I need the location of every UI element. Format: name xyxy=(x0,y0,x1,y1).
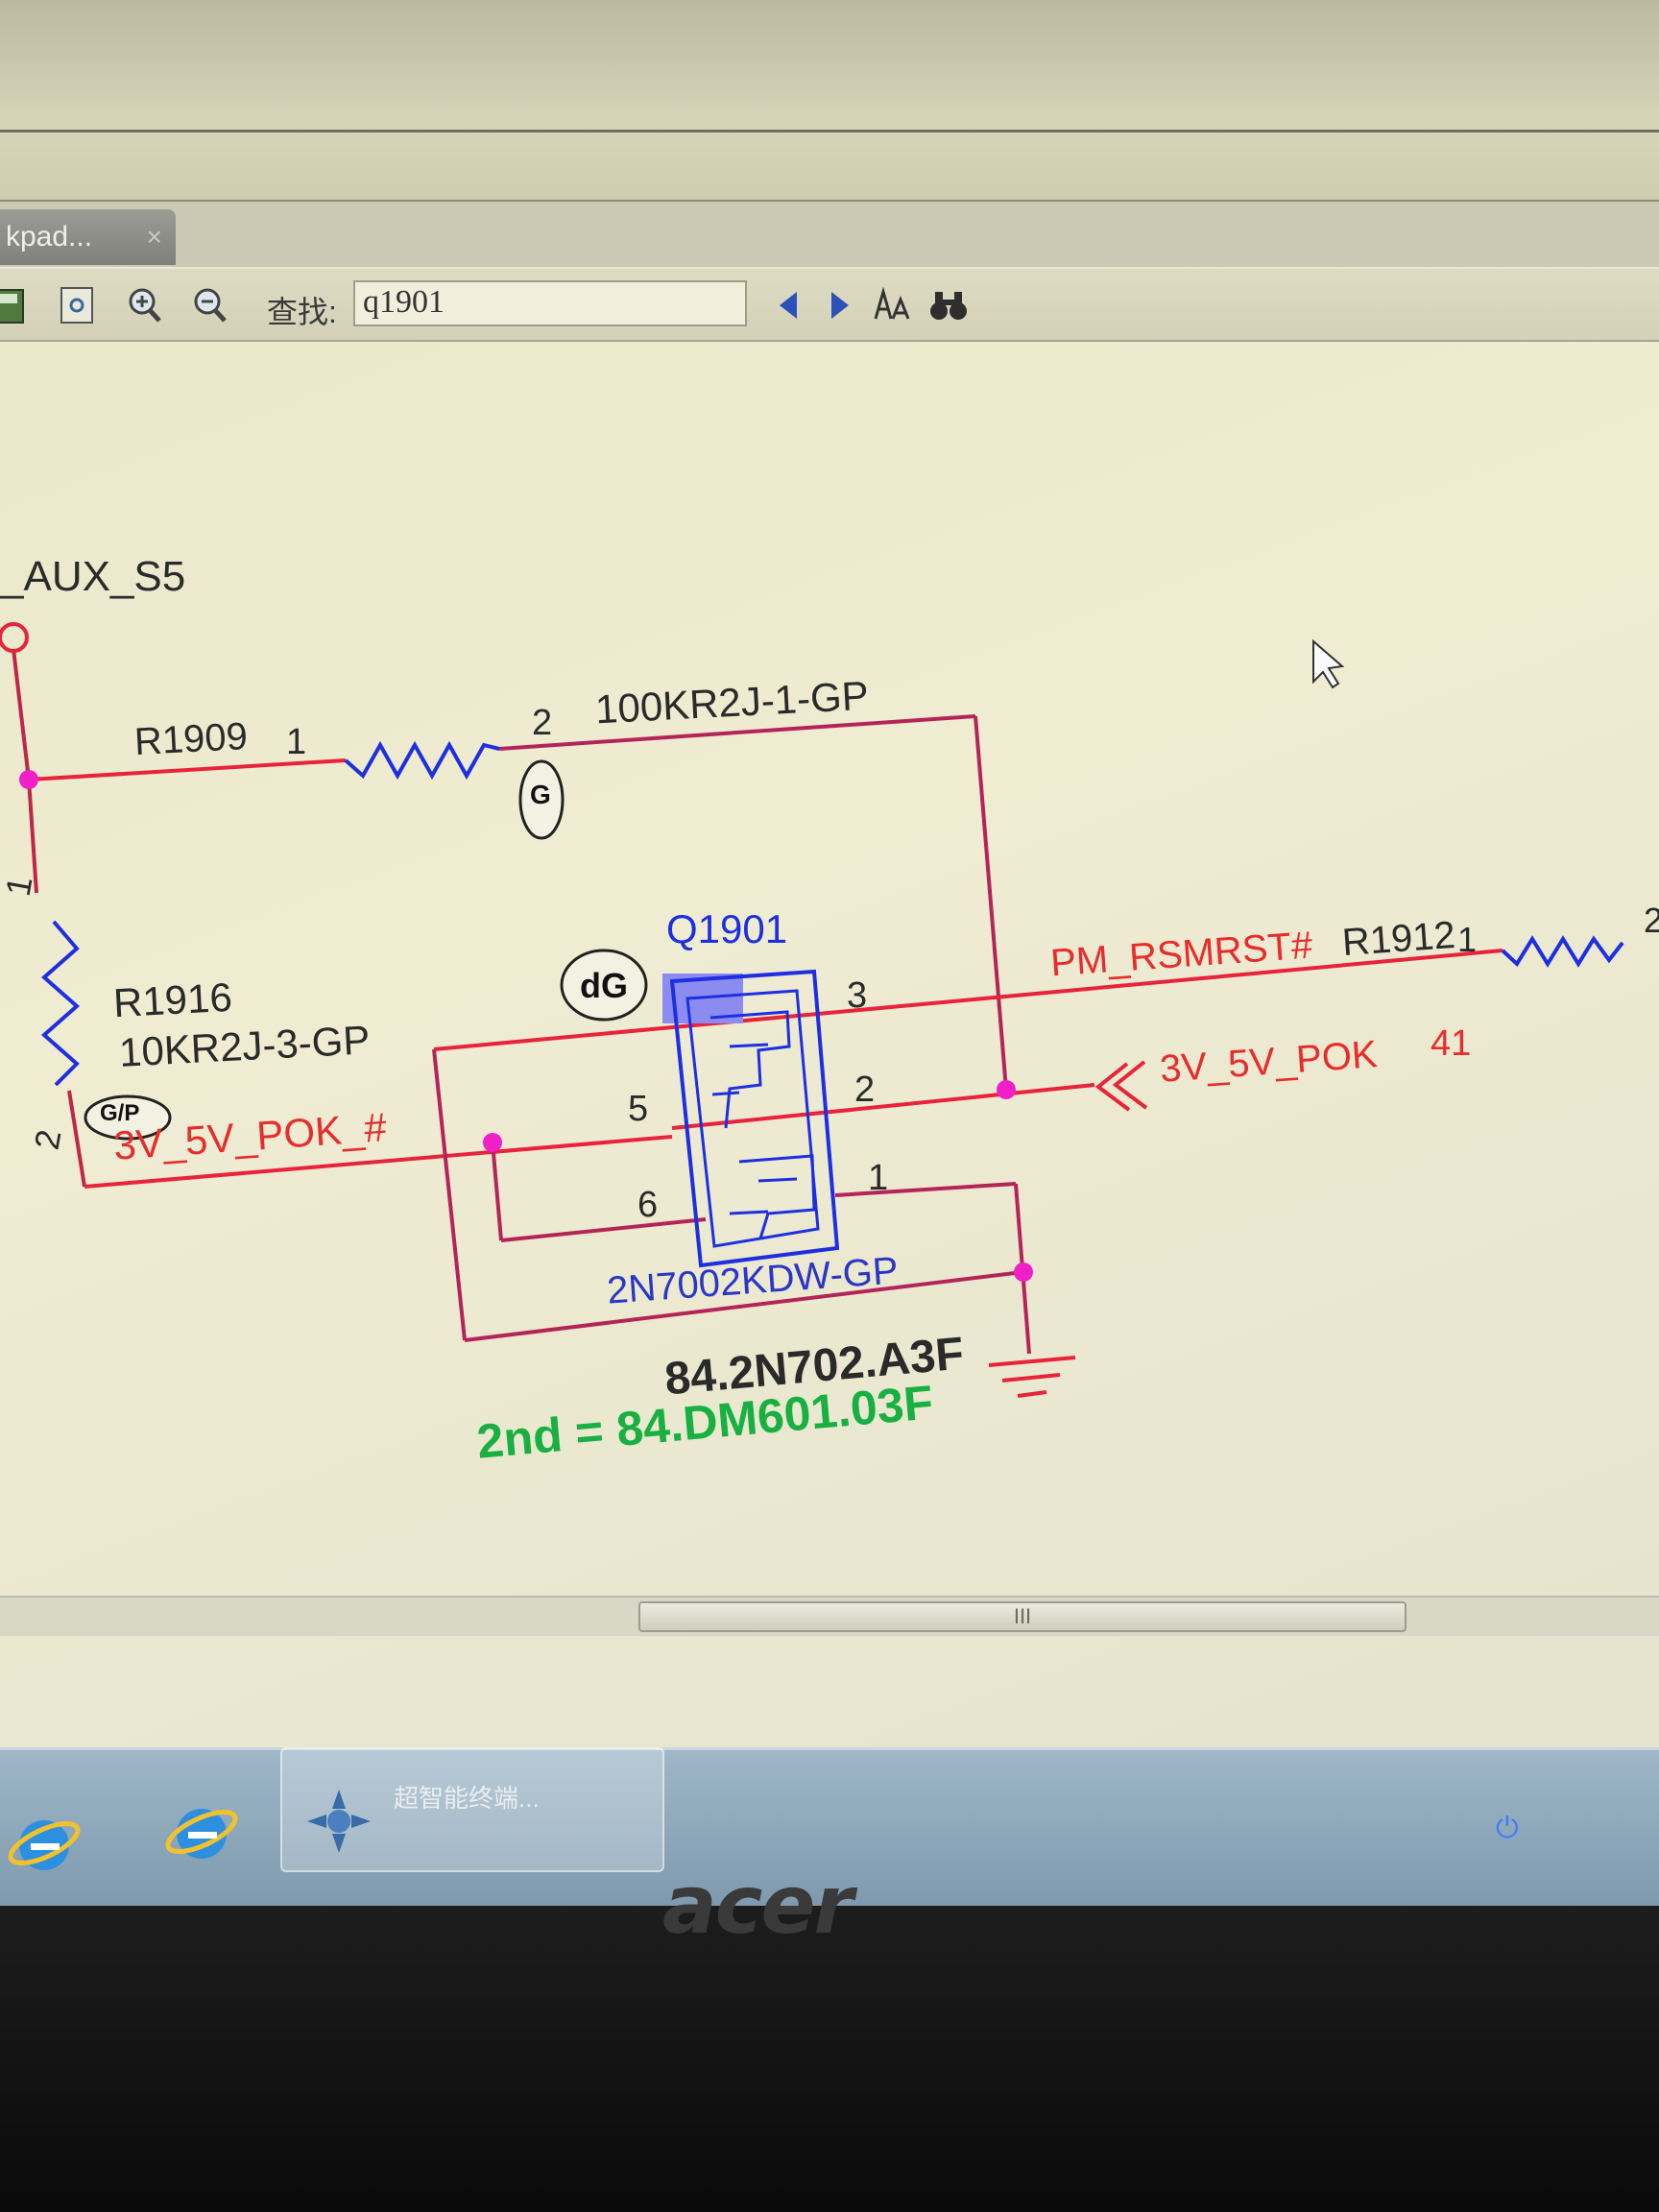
q1901-pin6: 6 xyxy=(637,1185,659,1225)
resistor-r1909[interactable] xyxy=(344,740,500,781)
q1901-pin3: 3 xyxy=(847,975,868,1016)
resistor-r1916[interactable] xyxy=(40,920,81,1087)
q1901-chip[interactable] xyxy=(662,969,840,1268)
find-label: 查找: xyxy=(267,295,337,329)
zoom-in-icon[interactable] xyxy=(123,284,165,326)
net-port-arrow xyxy=(1094,1062,1131,1112)
document-tab[interactable]: kpad... × xyxy=(0,209,176,265)
gp-badge-icon xyxy=(84,759,648,1141)
save-icon[interactable] xyxy=(0,284,42,326)
taskbar xyxy=(0,1747,1659,1911)
zoom-out-icon[interactable] xyxy=(188,284,230,326)
find-case-icon[interactable] xyxy=(870,284,912,326)
q1901-pin2: 2 xyxy=(854,1070,876,1110)
document-tab-label: kpad... xyxy=(6,221,93,252)
prev-arrow-icon[interactable] xyxy=(768,284,810,326)
r1912-pin1: 1 xyxy=(1457,920,1478,959)
next-arrow-icon[interactable] xyxy=(818,284,860,326)
r1909-pin1: 1 xyxy=(286,722,307,762)
app-icon xyxy=(307,1790,371,1853)
toolbar xyxy=(0,269,1659,342)
gp-badge-chip: dG xyxy=(580,966,628,1005)
resistor-r1912[interactable] xyxy=(1501,935,1624,968)
ie-icon[interactable] xyxy=(163,1793,240,1870)
q1901-pin1: 1 xyxy=(868,1158,889,1198)
r1909-pin2: 2 xyxy=(532,703,553,743)
monitor-brand-logo: acer xyxy=(662,1858,854,1952)
schematic-canvas[interactable]: _AUX_S5 R1909 1 2 100KR2J-1-GP R1916 10K… xyxy=(0,342,1659,1590)
monitor-screen: kpad... × 查找: q1901 xyxy=(0,0,1659,1911)
r1912-pin2: 2 xyxy=(1644,901,1659,940)
r1916-ref: R1916 xyxy=(111,974,233,1026)
taskbar-app-label: 超智能终端... xyxy=(394,1784,540,1813)
scrollbar-thumb[interactable]: III xyxy=(638,1601,1407,1632)
binoculars-icon[interactable] xyxy=(927,284,970,326)
q1901-ref: Q1901 xyxy=(666,906,788,951)
r1909-ref: R1909 xyxy=(132,714,249,764)
ground-symbol xyxy=(988,1356,1076,1398)
find-input[interactable]: q1901 xyxy=(353,280,747,326)
tab-bar xyxy=(0,202,1659,267)
wires xyxy=(12,648,1503,1355)
fit-page-icon[interactable] xyxy=(56,284,98,326)
net-label-pok-page: 41 xyxy=(1431,1023,1472,1064)
mouse-cursor-icon xyxy=(1312,638,1345,689)
menu-bar xyxy=(0,132,1659,202)
r1912-ref: R1912 xyxy=(1340,913,1457,965)
junctions xyxy=(19,770,1033,1282)
ie-icon[interactable] xyxy=(6,1805,83,1882)
close-icon[interactable]: × xyxy=(146,222,162,252)
monitor-bezel xyxy=(0,1906,1659,2212)
gp-badge-left: G/P xyxy=(100,1100,140,1126)
q1901-pin5: 5 xyxy=(628,1089,649,1129)
taskbar-app-button[interactable]: 超智能终端... xyxy=(280,1747,664,1872)
power-icon[interactable]: ⏻ xyxy=(1496,1813,1519,1844)
net-label-aux: _AUX_S5 xyxy=(0,553,186,600)
window-title-area xyxy=(0,0,1659,132)
gp-badge-r1909: G xyxy=(530,780,551,809)
net-connector xyxy=(0,622,29,653)
